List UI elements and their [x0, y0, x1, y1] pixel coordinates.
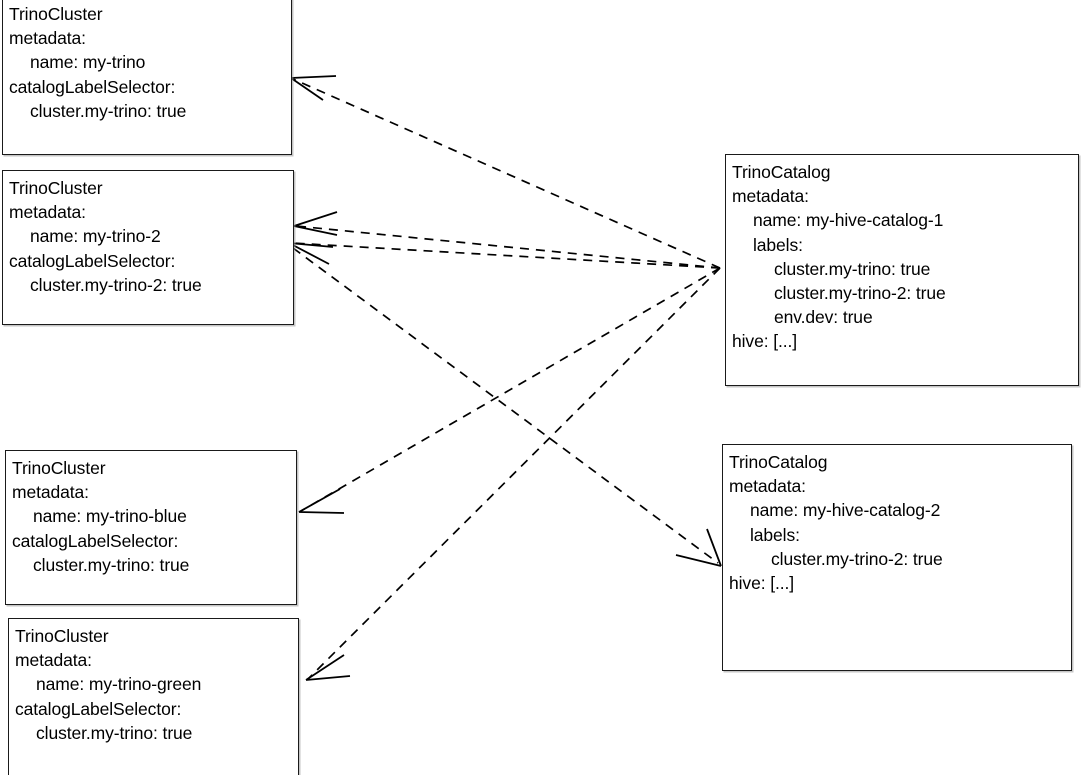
node-trinocluster-my-trino-green[interactable]: TrinoCluster metadata: name: my-trino-gr…	[8, 618, 299, 775]
node-body: TrinoCluster metadata: name: my-trino ca…	[3, 0, 291, 123]
edge-my-trino-2-to-catalog1	[288, 242, 721, 269]
node-line: cluster.my-trino-2: true	[30, 274, 202, 295]
node-line: name: my-trino	[30, 52, 146, 73]
node-line: metadata:	[9, 202, 86, 223]
node-line: metadata:	[729, 476, 806, 497]
node-line: metadata:	[15, 650, 92, 671]
node-line: cluster.my-trino: true	[30, 100, 187, 121]
node-line: TrinoCluster	[9, 4, 103, 24]
node-line: cluster.my-trino: true	[36, 722, 193, 743]
node-trinocluster-my-trino-blue[interactable]: TrinoCluster metadata: name: my-trino-bl…	[5, 450, 297, 605]
node-line: name: my-hive-catalog-1	[753, 210, 944, 231]
node-line: env.dev: true	[774, 307, 873, 328]
node-line: name: my-hive-catalog-2	[750, 500, 941, 521]
node-line: hive: [...]	[729, 573, 795, 594]
node-body: TrinoCatalog metadata: name: my-hive-cat…	[723, 445, 1071, 595]
node-line: TrinoCluster	[15, 626, 109, 646]
node-trinocatalog-my-hive-catalog-2[interactable]: TrinoCatalog metadata: name: my-hive-cat…	[722, 444, 1072, 671]
edge-catalog1-to-my-trino-green	[305, 267, 721, 681]
node-line: catalogLabelSelector:	[15, 698, 182, 719]
node-line: TrinoCluster	[12, 458, 106, 478]
node-line: catalogLabelSelector:	[12, 530, 179, 551]
node-line: cluster.my-trino-2: true	[774, 283, 946, 304]
node-line: hive: [...]	[732, 331, 798, 352]
node-line: labels:	[750, 524, 800, 545]
node-line: name: my-trino-green	[36, 674, 202, 695]
node-body: TrinoCluster metadata: name: my-trino-bl…	[6, 451, 296, 577]
edge-catalog1-to-my-trino-blue	[298, 267, 721, 514]
node-trinocatalog-my-hive-catalog-1[interactable]: TrinoCatalog metadata: name: my-hive-cat…	[725, 154, 1079, 386]
node-line: cluster.my-trino: true	[33, 554, 190, 575]
node-line: metadata:	[9, 28, 86, 49]
edge-catalog1-to-my-trino-2	[293, 211, 721, 269]
node-line: TrinoCluster	[9, 178, 103, 198]
node-line: name: my-trino-2	[30, 226, 161, 247]
node-body: TrinoCluster metadata: name: my-trino-2 …	[3, 171, 293, 297]
node-line: cluster.my-trino-2: true	[771, 548, 943, 569]
node-trinocluster-my-trino[interactable]: TrinoCluster metadata: name: my-trino ca…	[2, 0, 292, 155]
node-line: cluster.my-trino: true	[774, 258, 931, 279]
edge-catalog1-to-my-trino	[290, 75, 721, 269]
node-line: labels:	[753, 234, 803, 255]
node-line: name: my-trino-blue	[33, 506, 187, 527]
node-line: TrinoCatalog	[729, 452, 828, 472]
node-line: catalogLabelSelector:	[9, 250, 176, 271]
node-body: TrinoCatalog metadata: name: my-hive-cat…	[726, 155, 1078, 354]
node-body: TrinoCluster metadata: name: my-trino-gr…	[9, 619, 298, 745]
node-trinocluster-my-trino-2[interactable]: TrinoCluster metadata: name: my-trino-2 …	[2, 170, 294, 325]
edge-my-trino-2-to-catalog2	[292, 247, 722, 567]
node-line: catalogLabelSelector:	[9, 76, 176, 97]
node-line: TrinoCatalog	[732, 162, 831, 182]
node-line: metadata:	[12, 482, 89, 503]
node-line: metadata:	[732, 186, 809, 207]
